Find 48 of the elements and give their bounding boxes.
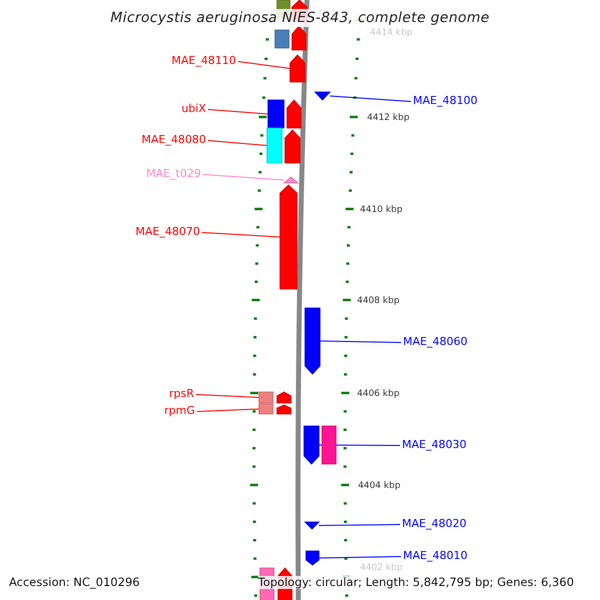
gene-label: MAE_48070 <box>136 225 200 238</box>
scale-label: 4404 kbp <box>358 480 400 493</box>
gene-label: MAE_t029 <box>146 167 201 180</box>
gene-feature <box>277 405 291 414</box>
gene-block <box>267 128 282 163</box>
gene-feature <box>304 426 319 464</box>
gene-label: MAE_48100 <box>413 94 478 107</box>
gene-block <box>275 30 289 48</box>
gene-label: ubiX <box>181 102 206 115</box>
leader-line <box>320 340 402 343</box>
leader-line <box>202 232 280 238</box>
leader-line <box>330 96 412 102</box>
footer-note: Topology: circular; Length: 5,842,795 bp; Genes: 6,360 <box>258 576 574 589</box>
gene-block <box>259 404 273 414</box>
gene-feature <box>277 392 291 403</box>
gene-block <box>259 392 273 403</box>
leader-line <box>318 556 402 558</box>
scale-label: 4410 kbp <box>360 204 402 217</box>
gene-feature <box>287 100 301 128</box>
leader-line <box>196 408 260 412</box>
gene-label: MAE_48060 <box>403 335 468 348</box>
gene-feature <box>306 551 319 565</box>
gene-block <box>322 426 336 464</box>
gene-label: rpsR <box>169 387 194 400</box>
gene-feature <box>305 308 320 374</box>
leader-line <box>208 140 268 146</box>
footer-note: Accession: NC_010296 <box>9 576 140 589</box>
gene-marker <box>315 92 330 100</box>
leader-line <box>196 394 260 398</box>
gene-label: rpmG <box>164 404 195 417</box>
gene-label: MAE_48010 <box>403 549 468 562</box>
leader-line <box>238 61 290 69</box>
gene-label: MAE_48020 <box>402 517 466 530</box>
gene-label: MAE_48080 <box>142 133 206 146</box>
gene-feature <box>292 26 306 50</box>
gene-feature <box>290 55 305 82</box>
scale-label: 4408 kbp <box>357 295 400 308</box>
gene-feature <box>280 185 297 289</box>
scale-label: 4406 kbp <box>357 388 400 401</box>
gene-block <box>268 100 284 128</box>
scale-label: 4412 kbp <box>367 112 410 125</box>
leader-line <box>202 174 284 180</box>
gene-label: MAE_48030 <box>402 438 466 451</box>
leader-line <box>208 109 268 114</box>
gene-feature <box>285 130 300 163</box>
gene-label: MAE_48110 <box>172 54 236 67</box>
gene-marker <box>305 522 319 529</box>
leader-line <box>318 524 400 526</box>
